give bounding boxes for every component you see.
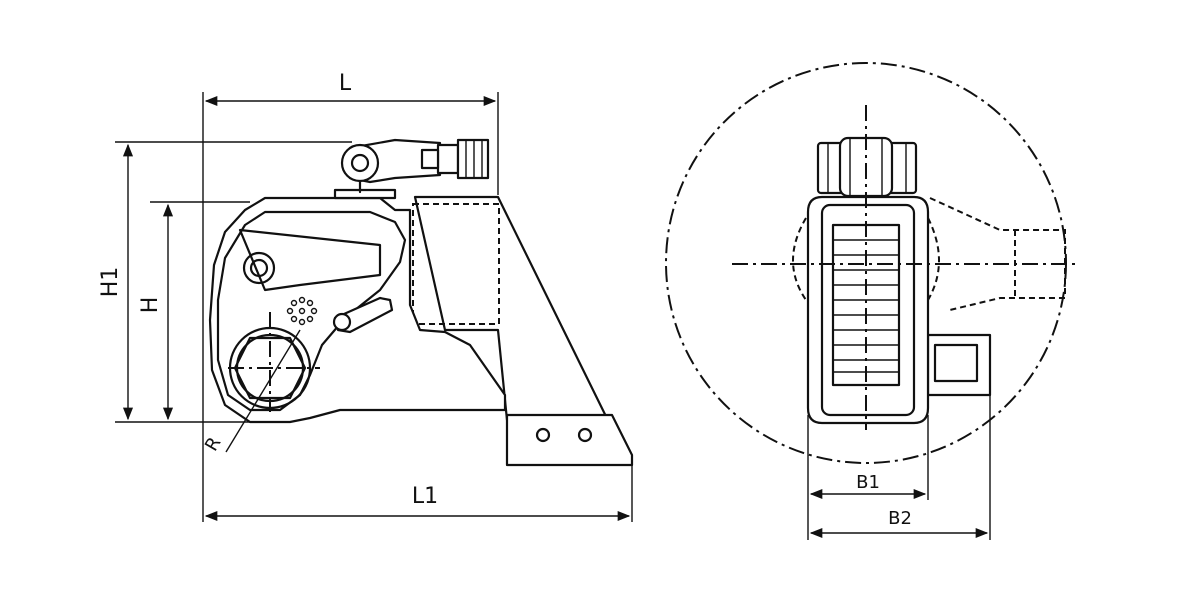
dimension-label-B2: B2: [888, 508, 912, 529]
hidden-drive-outline: [412, 203, 500, 325]
dimension-label-H1: H1: [98, 267, 123, 298]
pivot-outer: [242, 251, 276, 285]
foot-hole-2: [577, 427, 593, 443]
coupler-nut: [456, 138, 490, 180]
dimension-label-R: R: [201, 434, 225, 455]
hidden-right-profile: [927, 217, 940, 301]
dimension-label-H: H: [138, 297, 163, 314]
reaction-foot: [505, 413, 634, 467]
hidden-reaction-arm: [929, 197, 1066, 311]
square-drive: [933, 343, 979, 383]
dimension-label-B1: B1: [856, 472, 880, 493]
radius-leader: [225, 329, 301, 453]
side-view: L L1 H1 H: [98, 71, 634, 522]
cylinder-slot: [238, 228, 382, 292]
swivel-eye-inner: [350, 153, 370, 173]
pivot-inner: [249, 258, 269, 278]
hidden-left-profile: [792, 217, 807, 301]
coupler-collar: [436, 143, 460, 175]
swivel-base: [333, 188, 397, 200]
housing-inner: [820, 203, 916, 417]
dimension-label-L1: L1: [412, 484, 438, 509]
foot-hole-1: [535, 427, 551, 443]
vent-hole-pattern: [286, 296, 318, 326]
housing-front: [806, 195, 930, 425]
dimension-label-L: L: [339, 71, 352, 96]
release-lever-knob: [332, 312, 352, 332]
coupler-stem: [420, 148, 440, 170]
front-view: B1 B2: [665, 62, 1075, 540]
body-inner-contour: [216, 210, 407, 412]
